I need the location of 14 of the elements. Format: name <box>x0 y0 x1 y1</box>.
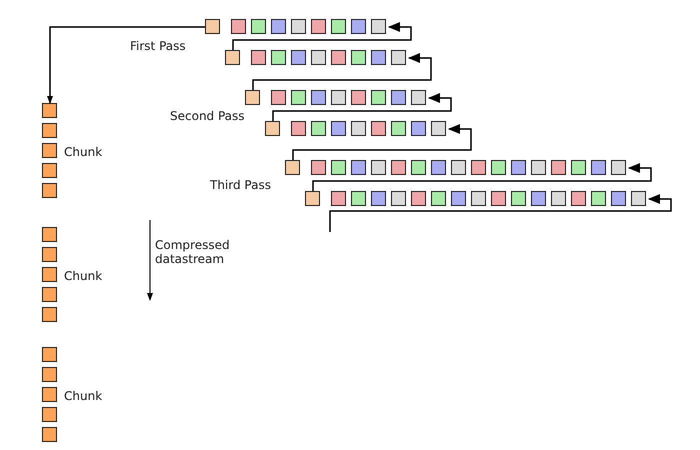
pass-label: Third Pass <box>210 178 271 192</box>
arrow <box>292 124 472 160</box>
chunk-label: Chunk <box>64 145 102 159</box>
arrow <box>272 93 452 121</box>
arrow <box>232 22 412 50</box>
pass-label: Second Pass <box>170 109 245 123</box>
flow-label: Compressed datastream <box>155 238 231 266</box>
arrow <box>47 26 205 104</box>
chunk-label: Chunk <box>64 269 102 283</box>
arrow <box>252 53 432 90</box>
arrow <box>329 194 672 232</box>
arrow <box>312 163 652 191</box>
chunk-label: Chunk <box>64 389 102 403</box>
pass-label: First Pass <box>130 39 186 53</box>
